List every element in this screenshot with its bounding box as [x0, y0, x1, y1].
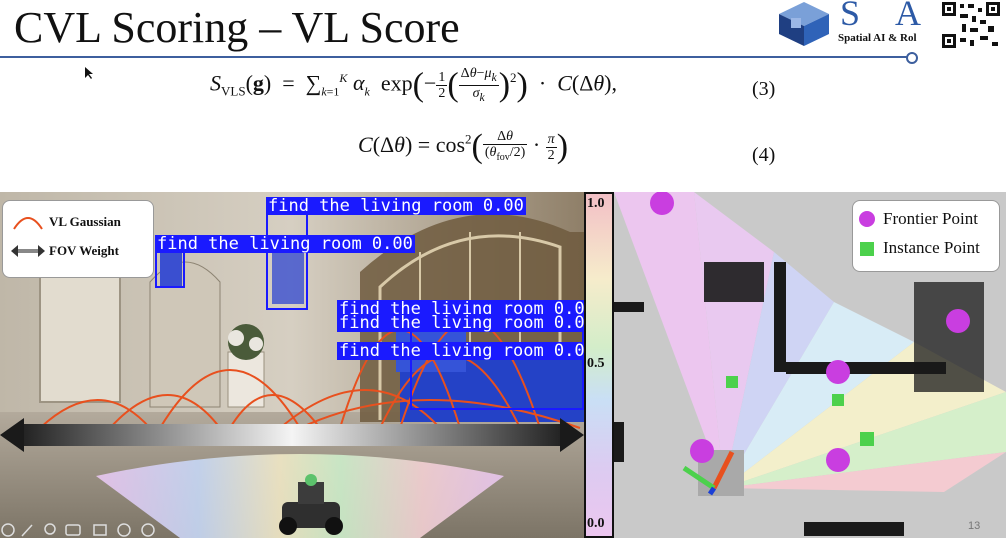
detection-label: find the living room 0.03 [337, 313, 597, 333]
colorbar-tick: 0.5 [587, 356, 605, 371]
colorbar-tick: 0.0 [587, 516, 605, 531]
slide-title: CVL Scoring – VL Score [14, 3, 460, 52]
detection-box [266, 210, 308, 310]
header-divider [0, 56, 912, 58]
colorbar-tick: 1.0 [587, 196, 605, 211]
lab-logo-cube-icon [773, 0, 835, 46]
zoom-icon [44, 523, 56, 535]
equation-number-4: (4) [752, 144, 776, 166]
instance-point-icon [860, 242, 874, 256]
detection-box [155, 250, 185, 288]
more-icon [117, 523, 131, 537]
detection-label: find the living room 0.00 [337, 341, 597, 361]
legend-instance-point: Instance Point [883, 238, 980, 257]
camera-icon [93, 524, 107, 536]
detection-label: find the living room 0.00 [266, 196, 526, 216]
frontier-point-icon [859, 211, 875, 227]
legend-vl-gaussian: VL Gaussian [49, 214, 121, 229]
gaussian-curve-icon [13, 217, 43, 230]
legend-fov-weight: FOV Weight [49, 243, 119, 258]
legend-frontier-point: Frontier Point [883, 209, 978, 228]
map-legend: Frontier Point Instance Point [852, 200, 1000, 272]
header-divider-dot [906, 52, 918, 64]
qr-code-icon [940, 0, 1002, 50]
page-number: 13 [968, 520, 981, 532]
detection-label: find the living room 0.00 [155, 234, 415, 254]
equation-number-3: (3) [752, 78, 776, 100]
detection-label: find the living room 0.00 [337, 299, 597, 319]
captions-icon [65, 524, 81, 536]
scene-legend: VL Gaussian FOV Weight [2, 200, 154, 278]
mouse-cursor-icon [85, 67, 93, 79]
score-colorbar [584, 192, 614, 538]
pen-icon [21, 524, 33, 537]
lab-logo-subtitle: Spatial AI & Rol [838, 32, 917, 44]
presentation-toolbar[interactable] [0, 522, 170, 538]
forward-icon [141, 523, 155, 537]
back-icon [1, 523, 15, 537]
double-arrow-icon [11, 245, 45, 257]
topdown-value-map [614, 192, 1006, 538]
